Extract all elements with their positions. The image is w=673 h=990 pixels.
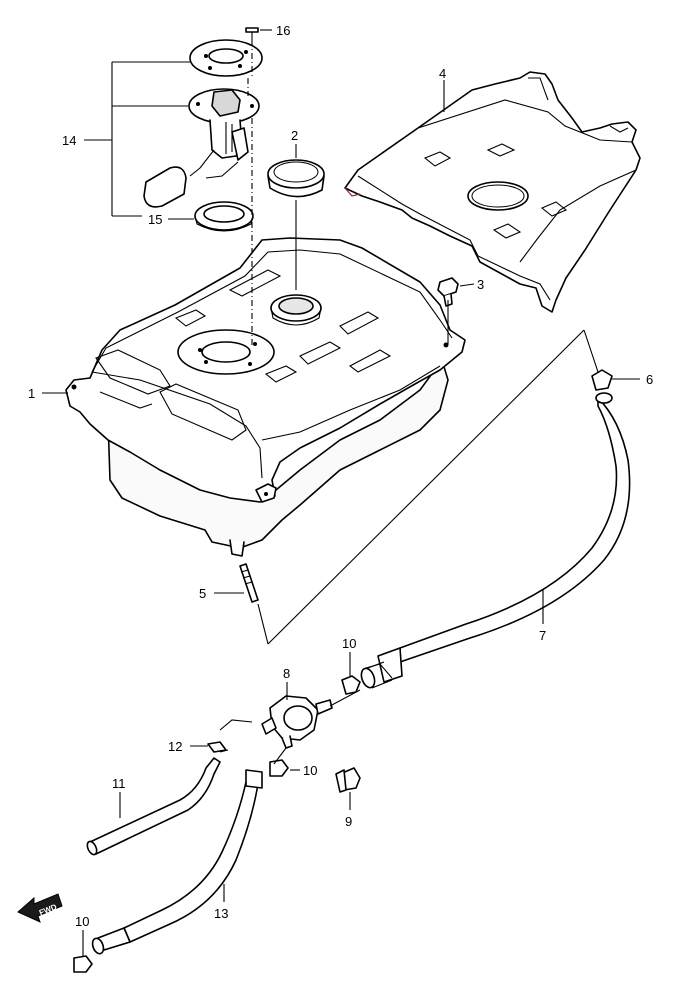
hose-clamp-part: [591, 369, 613, 391]
callout-13: 13: [214, 906, 228, 921]
callout-11: 11: [112, 776, 126, 791]
callout-9: 9: [345, 814, 352, 829]
small-clip-part: [207, 741, 227, 753]
lock-ring-part: [194, 201, 254, 232]
hose-clip-lower-part: [73, 955, 93, 973]
callout-12: 12: [168, 739, 182, 754]
callout-labels: 1 2 3 4 5 6 7 8 9 10 10 10 11 12 13 14 1…: [28, 23, 653, 929]
fuel-hose-long-part: [360, 392, 631, 689]
callout-1: 1: [28, 386, 35, 401]
drain-pipe-part: [239, 563, 259, 603]
forward-direction-badge: FWD: [17, 893, 63, 923]
valve-bolt-part: [335, 767, 361, 793]
fuel-valve-part: [261, 695, 333, 749]
callout-15: 15: [148, 212, 162, 227]
leader-lines: [42, 29, 640, 956]
callout-8: 8: [283, 666, 290, 681]
callout-4: 4: [439, 66, 446, 81]
callout-10-lower: 10: [75, 914, 89, 929]
vent-hose-part: [86, 757, 221, 856]
bolt-part: [437, 277, 459, 307]
screw-part: [245, 27, 259, 40]
hose-clip-upper-part: [341, 675, 361, 695]
callout-10-middle: 10: [303, 763, 317, 778]
callout-2: 2: [291, 128, 298, 143]
tank-cover-part: [344, 71, 641, 313]
fuel-pump-assembly-part: [143, 39, 263, 208]
callout-14: 14: [62, 133, 76, 148]
callout-16: 16: [276, 23, 290, 38]
hose-clip-middle-part: [269, 759, 289, 777]
callout-10-upper: 10: [342, 636, 356, 651]
fuel-hose-lower-part: [91, 769, 263, 955]
callout-5: 5: [199, 586, 206, 601]
callout-6: 6: [646, 372, 653, 387]
forward-arrow-icon: [17, 893, 63, 923]
fuel-cap-part: [267, 159, 325, 198]
callout-3: 3: [477, 277, 484, 292]
fuel-tank-part: [65, 237, 466, 557]
callout-7: 7: [539, 628, 546, 643]
